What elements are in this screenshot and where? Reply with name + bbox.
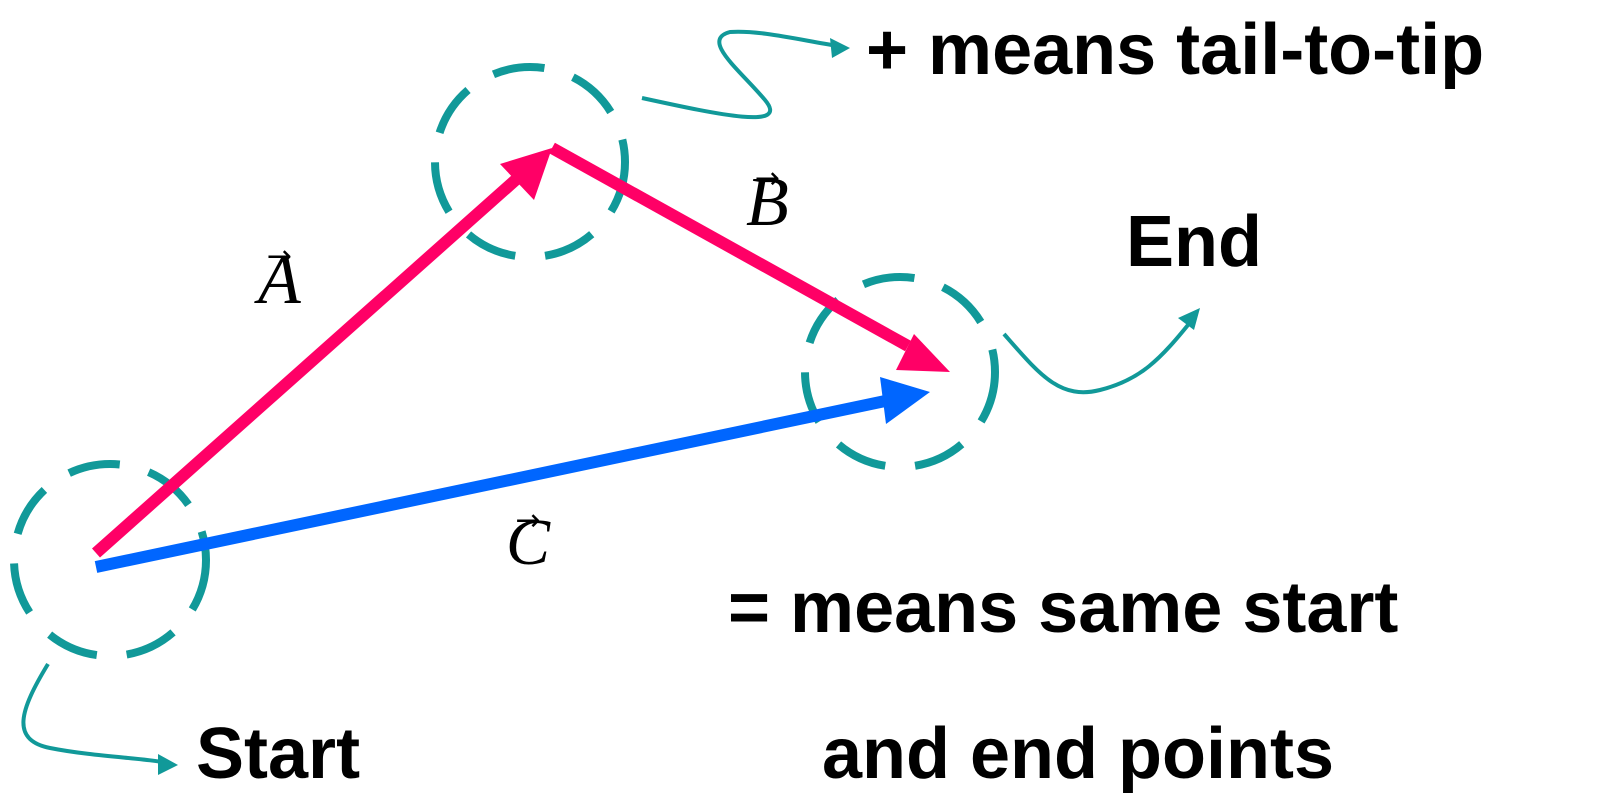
start-callout-curve bbox=[21, 662, 163, 764]
plus-rule-callout-curve bbox=[641, 29, 839, 120]
vector-c-label-text: C bbox=[506, 506, 551, 579]
vector-a-arrowhead bbox=[500, 148, 552, 200]
end-caption: End bbox=[1126, 202, 1262, 282]
vector-a-arrow-icon: → bbox=[266, 239, 292, 274]
end-callout-curve bbox=[1002, 318, 1194, 395]
vector-b-line bbox=[549, 142, 911, 352]
end-highlight-circle bbox=[801, 273, 999, 471]
equals-rule-caption-line2: and end points bbox=[822, 714, 1334, 794]
vector-b-arrow-icon: → bbox=[754, 161, 780, 196]
vector-b-label: → B bbox=[746, 164, 789, 238]
vector-c-line bbox=[94, 394, 892, 573]
vector-a-label: → A bbox=[258, 242, 301, 316]
vector-c-label: → C bbox=[506, 506, 550, 576]
vector-b-arrowhead bbox=[896, 334, 950, 372]
plus-rule-caption: + means tail-to-tip bbox=[866, 10, 1485, 90]
vector-b-label-text: B bbox=[746, 164, 789, 241]
start-callout-arrowhead bbox=[158, 754, 178, 775]
vector-c-arrow-icon: → bbox=[515, 503, 541, 538]
end-callout-arrowhead bbox=[1178, 308, 1200, 330]
vector-a-label-text: A bbox=[258, 242, 301, 319]
vector-a-line bbox=[92, 171, 524, 558]
vector-c-arrowhead bbox=[880, 377, 930, 424]
equals-rule-caption-line1: = means same start bbox=[728, 568, 1399, 648]
plus-rule-callout-arrowhead bbox=[830, 38, 850, 58]
start-highlight-circle bbox=[10, 460, 210, 660]
start-caption: Start bbox=[196, 714, 361, 794]
junction-highlight-circle bbox=[431, 63, 629, 261]
